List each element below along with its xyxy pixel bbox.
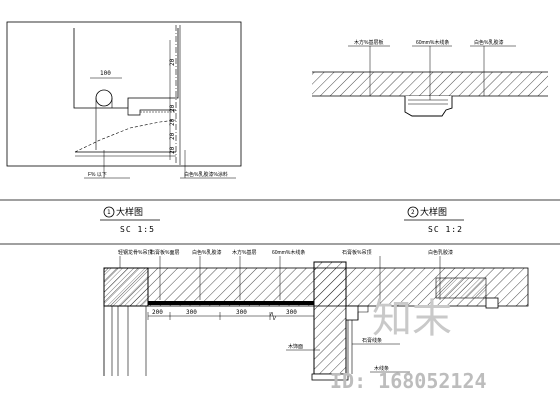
section-top-note-5: 60mm%木线条 [272,249,305,256]
section-bottom-note-2: 石膏线条 [362,337,382,344]
title-bar: 1 大样图 SC 1:5 2 大样图 SC 1:2 [0,199,560,245]
section-left-column [103,267,149,307]
detail-2-moulding [404,96,453,117]
detail-2-number: 2 [411,209,415,216]
detail-1-dim-4: 20 [169,118,176,126]
section-top-note-1: 轻钢龙骨%吊顶 [118,249,152,256]
section-top-note-6: 石膏板%吊顶 [342,249,371,256]
detail-1-number-badge [103,206,115,218]
detail-1-note-2: 白色%乳胶漆%涂料 [184,171,228,178]
detail-1-dim-5: 20 [169,132,176,140]
detail-1-dim-6: 20 [169,146,176,154]
detail-1-scale: SC 1:5 [120,225,155,234]
section-dim-1: 200 [152,309,163,316]
detail-2-title: 大样图 [420,206,447,218]
detail-1-note-1: F% 以下 [88,172,107,178]
section-dim-4: 300 [286,309,297,316]
section-top-note-4: 木方%基层 [232,249,256,256]
section-bottom-note-1: 木饰面 [288,343,303,350]
detail-2-number-badge [407,206,419,218]
watermark-logo: 知末 [372,296,452,342]
section-top-note-2: 石膏板%面层 [150,249,179,256]
detail-1-fitting [95,89,113,107]
section-drawing: 200 300 300 300 轻钢龙骨%吊顶 石膏板%面层 白色%乳胶漆 木方… [103,249,529,381]
watermark: 知末 ID: 168052124 [330,296,487,393]
detail-1-number: 1 [107,209,111,216]
detail-1-title: 大样图 [116,206,143,218]
detail-2-note-2: 60mm%木线条 [416,39,449,46]
detail-2: 木方%基层板 60mm%木线条 白色%乳胶漆 [312,39,548,117]
section-top-note-7: 白色乳胶漆 [428,249,453,256]
detail-1-dim-3: 20 [169,104,176,112]
section-wall-block [313,261,347,375]
watermark-id: ID: 168052124 [330,369,487,393]
detail-1-frame [6,21,242,167]
detail-2-note-3: 白色%乳胶漆 [474,39,503,46]
section-dim-2: 300 [186,309,197,316]
detail-2-note-1: 木方%基层板 [354,39,383,46]
detail-2-scale: SC 1:2 [428,225,463,234]
detail-1-upper-block [73,28,179,109]
detail-1: 100 20 20 20 20 20 F% 以下 白色%乳胶漆%涂料 [6,21,242,179]
section-dim-3: 300 [236,309,247,316]
section-ceiling-board [148,301,314,305]
section-top-note-3: 白色%乳胶漆 [192,249,221,256]
detail-1-dim-1: 100 [100,70,111,77]
detail-1-dim-2: 20 [169,58,176,66]
section-bottom-note-3: 木线条 [374,365,389,372]
